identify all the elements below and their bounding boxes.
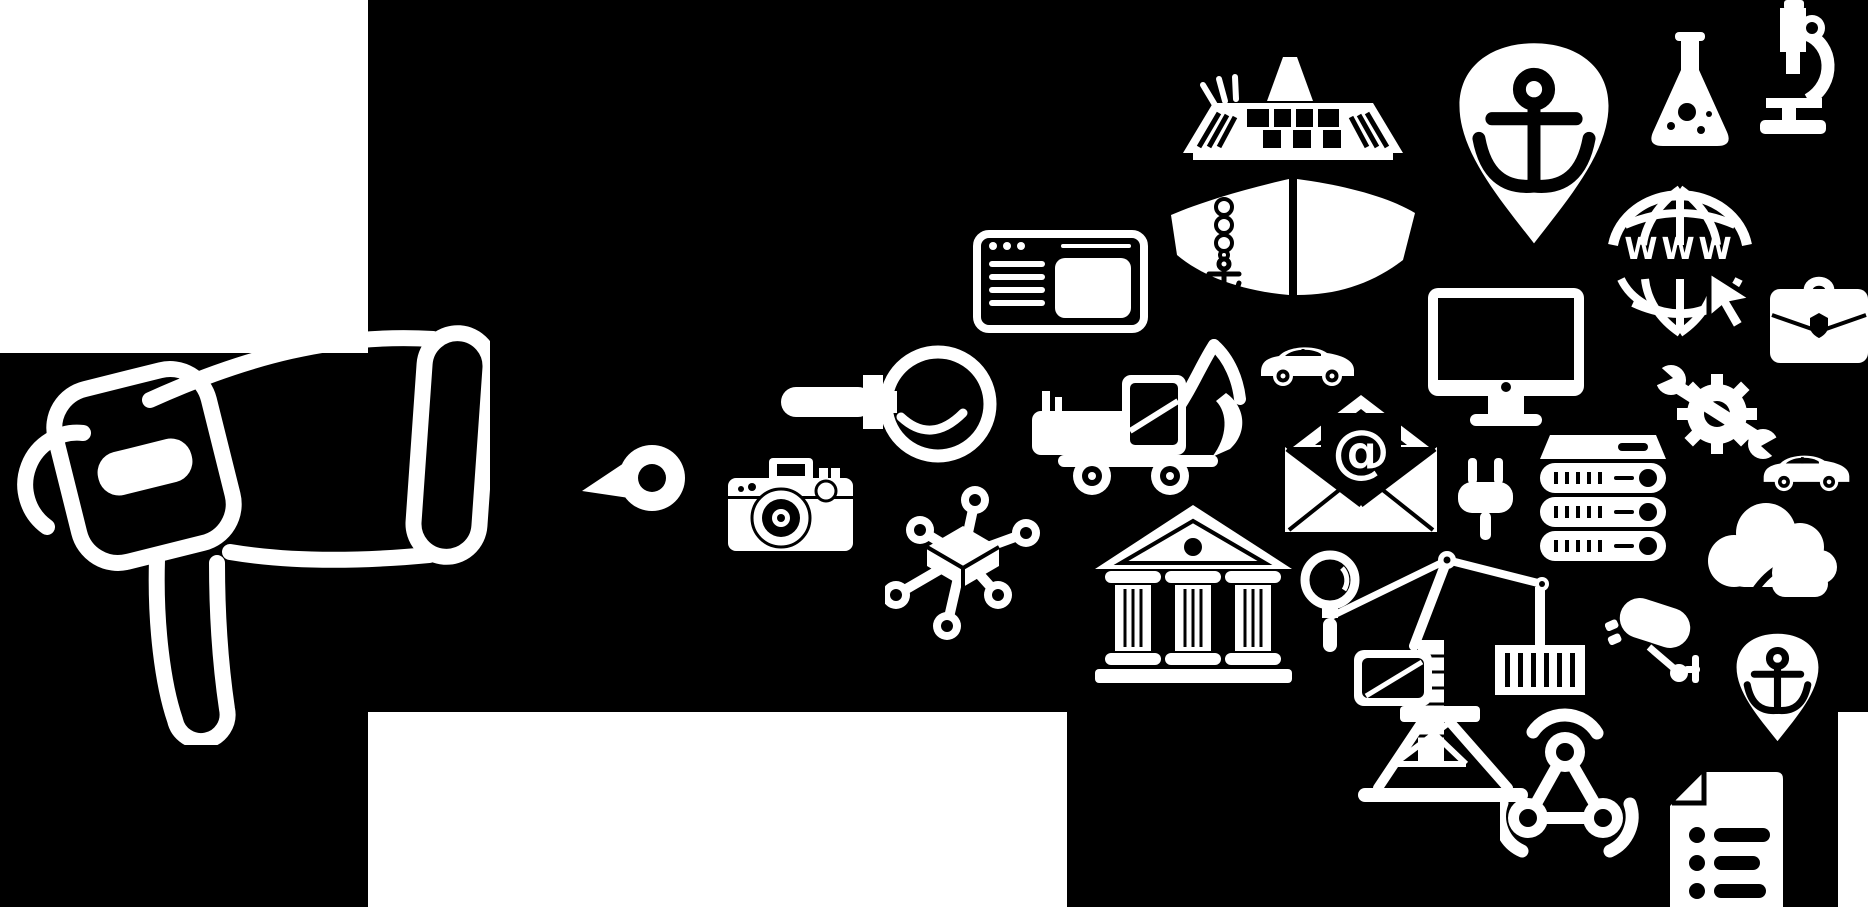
document-list-icon [1670, 772, 1783, 907]
car-small-icon [1257, 338, 1358, 387]
browser-window-icon [973, 230, 1148, 333]
email-envelope-label: @ [1332, 417, 1390, 486]
car-side-icon [1760, 447, 1853, 492]
megaphone-icon [5, 305, 490, 745]
cargo-ship-icon [1163, 55, 1423, 320]
white-patch-bottom-right [1838, 712, 1868, 907]
white-patch-top-left [0, 0, 368, 353]
email-envelope-icon: @ [1285, 395, 1437, 532]
cloud-icon [1700, 497, 1840, 600]
anchor-pin-large-icon [1453, 40, 1615, 245]
bank-icon [1095, 505, 1292, 683]
server-rack-icon [1540, 435, 1666, 563]
white-patch-bottom [368, 712, 1067, 907]
globe-www-label: WWW [1624, 231, 1736, 267]
excavator-icon [1030, 333, 1250, 498]
speech-pin-icon [582, 443, 688, 513]
monitor-icon [1428, 288, 1584, 426]
globe-www-icon: WWW [1605, 183, 1755, 340]
camera-icon [727, 452, 854, 553]
cargo-container-icon [1495, 587, 1585, 695]
anchor-pin-small-icon [1733, 632, 1822, 742]
molecule-spinner-icon [1500, 705, 1645, 860]
briefcase-icon [1770, 273, 1868, 363]
microscope-icon [1748, 0, 1838, 143]
flask-icon [1643, 32, 1737, 148]
security-camera-icon [1605, 595, 1705, 687]
magnifier-large-icon [779, 345, 997, 463]
network-hub-icon [885, 470, 1045, 645]
power-plug-icon [1458, 458, 1513, 540]
